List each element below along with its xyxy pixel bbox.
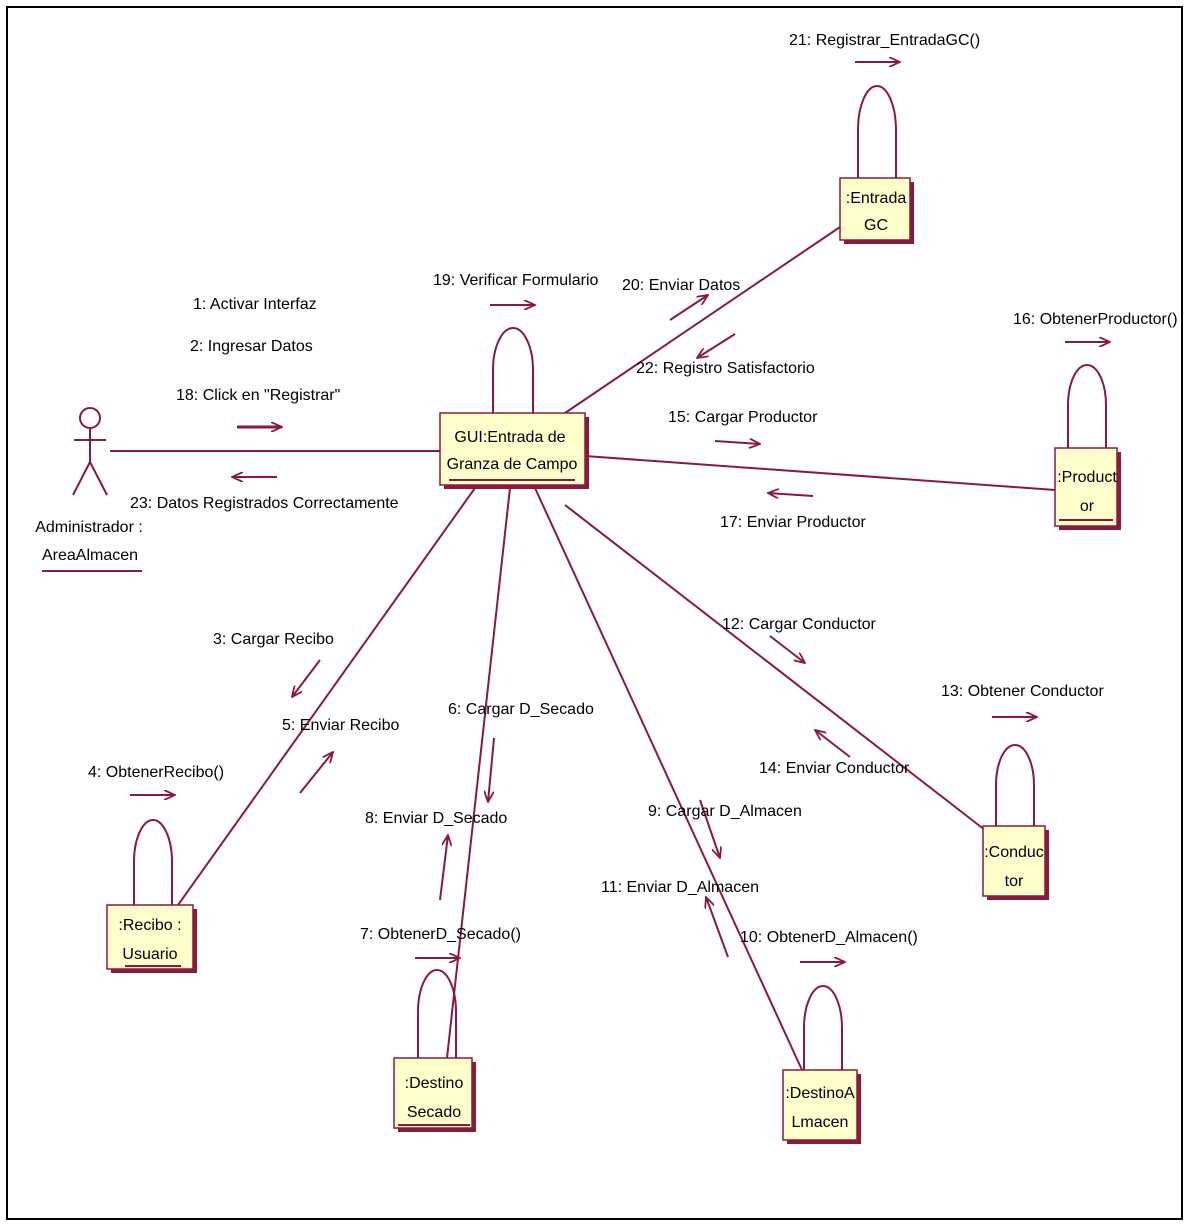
- object-gui-line2: Granza de Campo: [447, 456, 578, 473]
- self-loop-recibo: [133, 819, 173, 905]
- object-destinosecado-line1: :Destino: [405, 1075, 464, 1092]
- arrow-9: [699, 799, 720, 858]
- message-labels: 1: Activar Interfaz 2: Ingresar Datos 18…: [88, 32, 1178, 946]
- arrow-14: [815, 730, 851, 758]
- object-productor-line1: :Product: [1057, 469, 1117, 486]
- msg-4: 4: ObtenerRecibo(): [88, 764, 224, 781]
- msg-3: 3: Cargar Recibo: [213, 631, 334, 648]
- msg-14: 14: Enviar Conductor: [759, 760, 910, 777]
- actor-leg-right: [89, 461, 108, 496]
- object-gui[interactable]: GUI:Entrada de Granza de Campo: [439, 412, 589, 489]
- msg-11: 11: Enviar D_Almacen: [601, 879, 759, 896]
- arrow-17: [768, 493, 814, 496]
- self-loops: [133, 85, 1107, 1070]
- self-loop-conductor: [995, 744, 1035, 826]
- object-productor[interactable]: :Product or: [1054, 447, 1121, 530]
- link-gui-destinosecado: [446, 487, 511, 1059]
- arrow-11: [706, 897, 729, 958]
- arrow-3: [292, 659, 321, 697]
- object-destinosecado[interactable]: :Destino Secado: [393, 1057, 476, 1132]
- msg-18: 18: Click en "Registrar": [176, 387, 340, 404]
- msg-5: 5: Enviar Recibo: [282, 717, 399, 734]
- actor-name-line2: AreaAlmacen: [42, 547, 138, 564]
- arrow-20: [669, 295, 708, 321]
- object-gui-line1: GUI:Entrada de: [454, 429, 565, 446]
- link-gui-destinoalmacen: [534, 487, 803, 1071]
- link-gui-entradagc: [564, 224, 844, 414]
- diagram-frame: [6, 6, 1183, 1220]
- msg-7: 7: ObtenerD_Secado(): [360, 926, 521, 943]
- link-gui-conductor: [564, 504, 986, 831]
- msg-15: 15: Cargar Productor: [668, 409, 818, 426]
- self-loop-destinosecado: [417, 969, 457, 1058]
- object-recibo[interactable]: :Recibo : Usuario: [106, 904, 197, 973]
- object-destinoalmacen[interactable]: :DestinoA Lmacen: [782, 1069, 861, 1144]
- object-conductor[interactable]: :Conduc tor: [982, 825, 1049, 900]
- msg-12: 12: Cargar Conductor: [722, 616, 877, 633]
- msg-20: 20: Enviar Datos: [622, 277, 740, 294]
- msg-16: 16: ObtenerProductor(): [1013, 311, 1178, 328]
- arrow-5: [299, 752, 333, 794]
- object-recibo-line1: :Recibo :: [118, 917, 181, 934]
- arrow-6: [488, 737, 495, 802]
- msg-23: 23: Datos Registrados Correctamente: [130, 495, 399, 512]
- arrow-15: [714, 441, 760, 444]
- object-entradagc-line2: GC: [864, 217, 888, 234]
- msg-22: 22: Registro Satisfactorio: [636, 360, 815, 377]
- arrow-8: [439, 835, 448, 901]
- msg-2: 2: Ingresar Datos: [190, 338, 313, 355]
- object-entradagc[interactable]: :Entrada GC: [839, 177, 914, 244]
- msg-1: 1: Activar Interfaz: [193, 296, 317, 313]
- msg-13: 13: Obtener Conductor: [941, 683, 1104, 700]
- links: [110, 224, 1056, 1071]
- msg-21: 21: Registrar_EntradaGC(): [789, 32, 980, 49]
- self-loop-productor: [1067, 364, 1107, 448]
- object-conductor-line2: tor: [1005, 873, 1024, 890]
- object-recibo-line2: Usuario: [122, 946, 177, 963]
- arrow-22: [697, 333, 736, 358]
- actor-administrador[interactable]: Administrador : AreaAlmacen: [35, 407, 143, 572]
- actor-leg-left: [72, 461, 91, 496]
- link-gui-recibo: [177, 487, 476, 906]
- arrow-12: [769, 635, 805, 663]
- message-arrows: [130, 62, 1110, 962]
- object-conductor-line1: :Conduc: [984, 844, 1044, 861]
- link-gui-productor: [584, 455, 1056, 491]
- object-entradagc-line1: :Entrada: [846, 190, 907, 207]
- self-loop-gui: [492, 327, 534, 413]
- object-destinoalmacen-line2: Lmacen: [792, 1114, 849, 1131]
- actor-name-line1: Administrador :: [35, 519, 143, 536]
- object-destinoalmacen-line1: :DestinoA: [785, 1085, 855, 1102]
- msg-10: 10: ObtenerD_Almacen(): [740, 929, 918, 946]
- self-loop-entradagc: [857, 85, 897, 178]
- object-productor-line2: or: [1080, 498, 1095, 515]
- msg-19: 19: Verificar Formulario: [433, 272, 598, 289]
- actor-head: [79, 407, 101, 429]
- object-destinosecado-line2: Secado: [407, 1104, 461, 1121]
- msg-6: 6: Cargar D_Secado: [448, 701, 594, 718]
- msg-8: 8: Enviar D_Secado: [365, 810, 507, 827]
- self-loop-destinoalmacen: [803, 985, 843, 1070]
- msg-17: 17: Enviar Productor: [720, 514, 867, 531]
- msg-9: 9: Cargar D_Almacen: [648, 803, 802, 820]
